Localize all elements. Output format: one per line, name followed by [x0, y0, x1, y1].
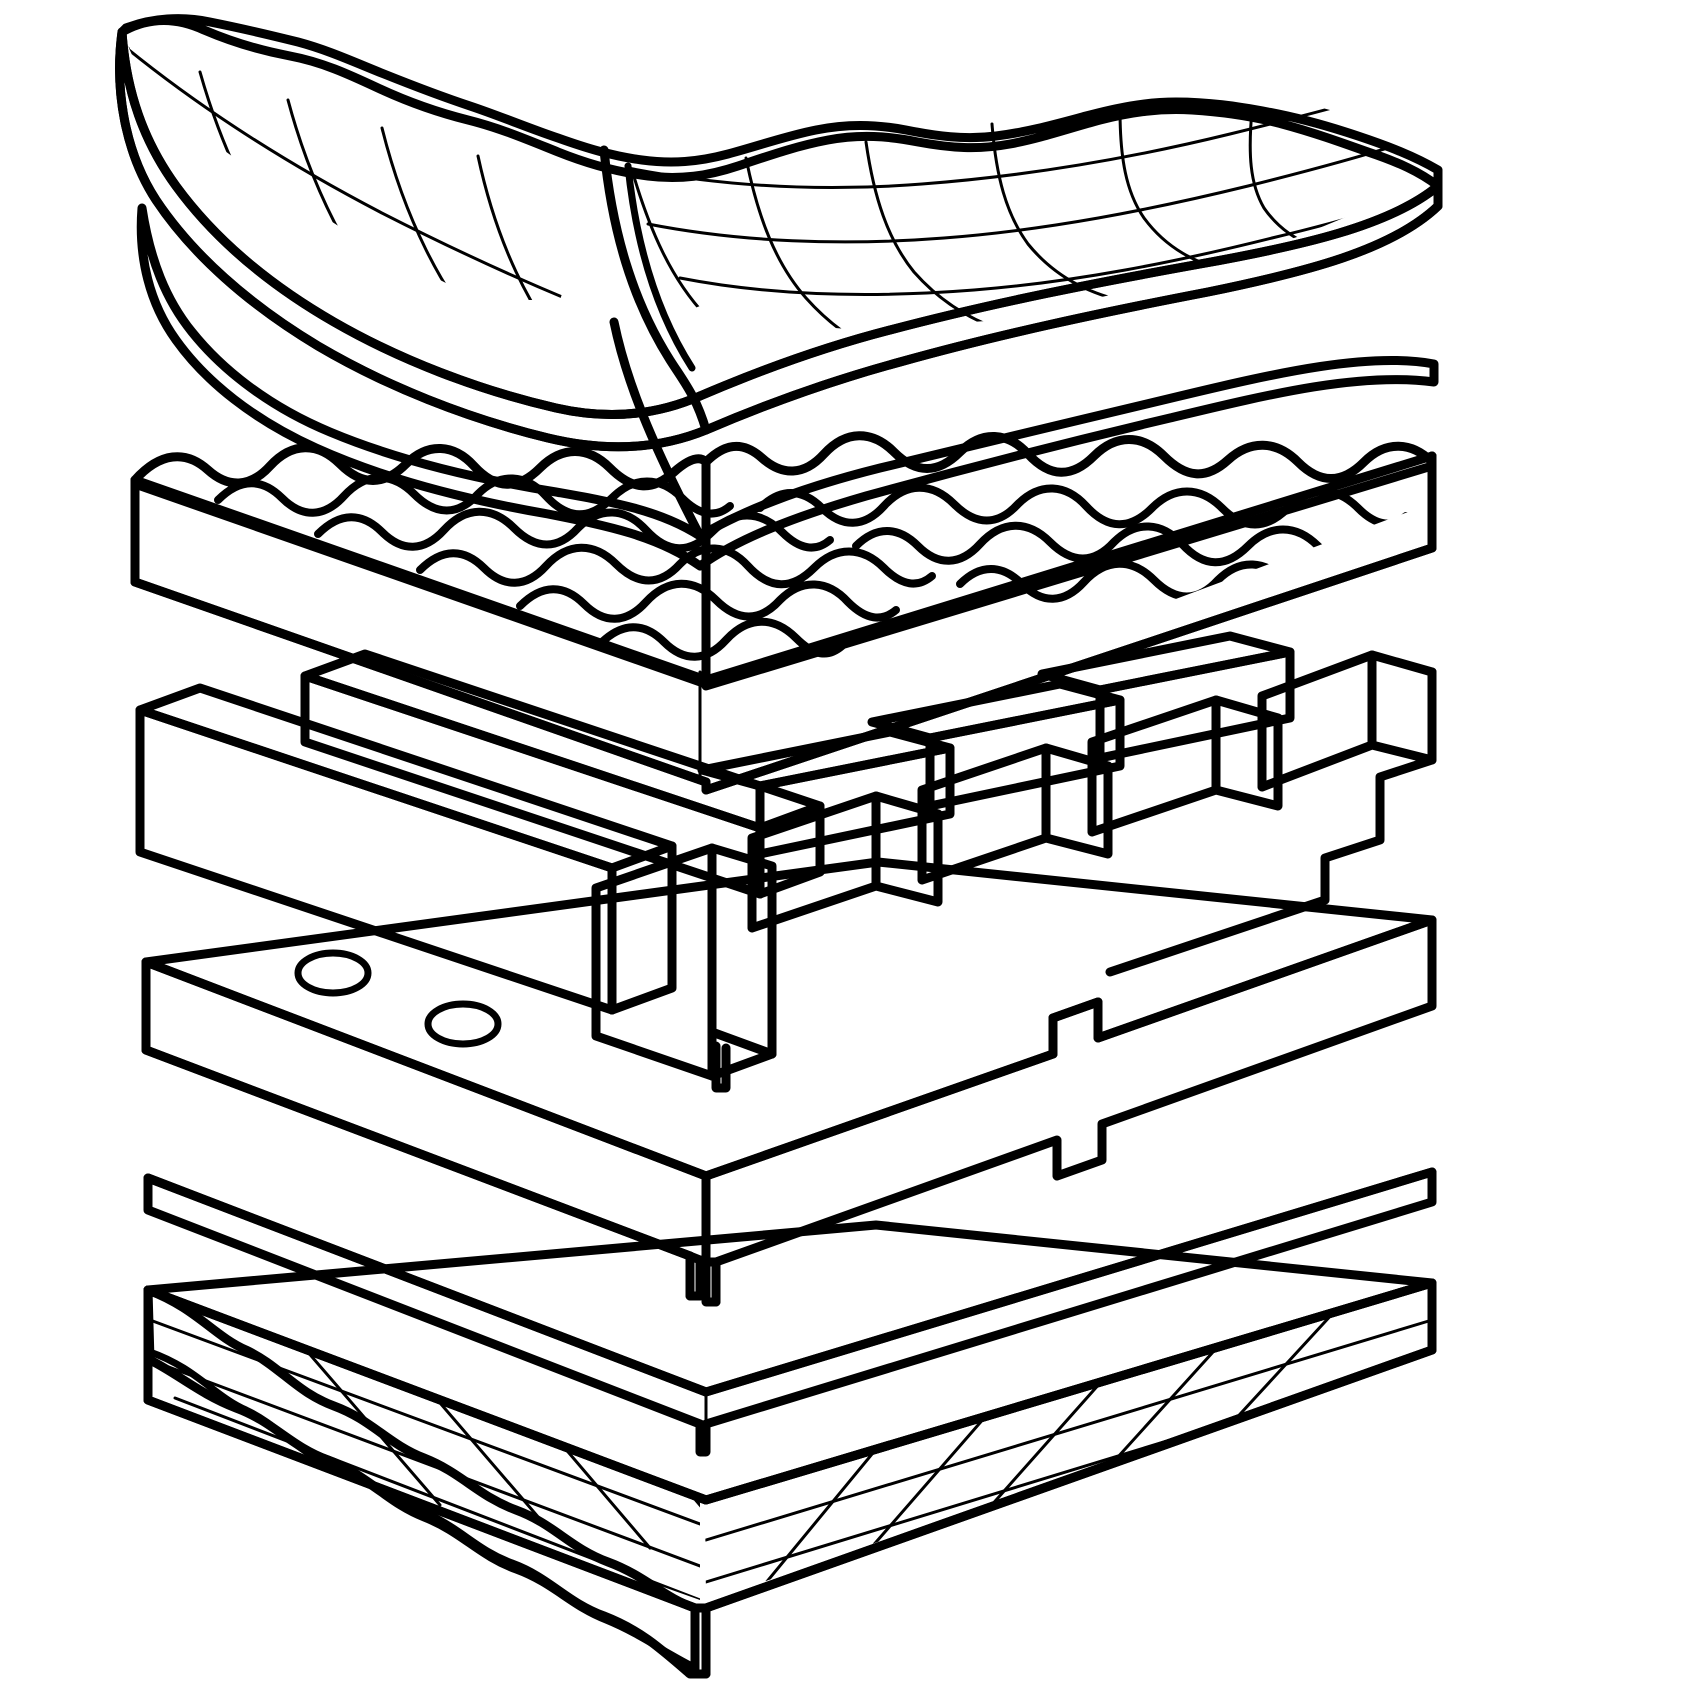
top-cover-quilt-grid-left: [122, 44, 612, 300]
support-block-notch: [711, 1041, 731, 1093]
layer-ventilated-base-board[interactable]: [141, 857, 1437, 1307]
base-board-front-left-edge: [141, 957, 695, 1301]
top-cover-hem-under: [115, 27, 1443, 452]
support-rail-pink-top: [1037, 631, 1295, 695]
bottom-panel-piping-inner: [146, 1348, 696, 1670]
bottom-panel-silhouette: [143, 1278, 1437, 1679]
support-rail-right-face: [607, 841, 677, 1015]
top-cover-hem-right: [695, 181, 1443, 401]
top-cover-centre-fold-inner: [624, 162, 696, 372]
support-core-right-silhouette: [1105, 667, 1437, 977]
layer-convoluted-comfort-foam[interactable]: [130, 431, 1437, 795]
base-board-notch-left: [685, 1251, 705, 1301]
support-rail-end: [755, 801, 825, 899]
layer-zoned-support-core[interactable]: [135, 631, 1437, 1093]
blue-foam-outline: [130, 451, 1437, 795]
base-board-top-face: [141, 857, 1437, 1181]
top-cover-scallop-piping: [117, 14, 1443, 191]
top-cover-hem: [117, 27, 705, 419]
rail-seam: [196, 684, 676, 850]
membrane-sheet-body: [136, 203, 1439, 571]
support-rail-pink-top: [300, 649, 825, 833]
base-board-body: [141, 915, 1437, 1307]
layer-quilted-bottom-panel[interactable]: [143, 1220, 1437, 1679]
vent-hole-icon: [424, 1000, 502, 1048]
blue-foam-wave-lines: [214, 473, 1432, 661]
base-board-front-right-edge: [701, 1171, 721, 1307]
top-cover-centre-fold: [599, 145, 711, 435]
support-block-foot: [707, 1027, 777, 1059]
vent-hole-icon: [294, 949, 372, 997]
layer-base-liner-sheet[interactable]: [143, 1167, 1437, 1457]
blue-foam-wave-top-right: [701, 431, 1437, 691]
